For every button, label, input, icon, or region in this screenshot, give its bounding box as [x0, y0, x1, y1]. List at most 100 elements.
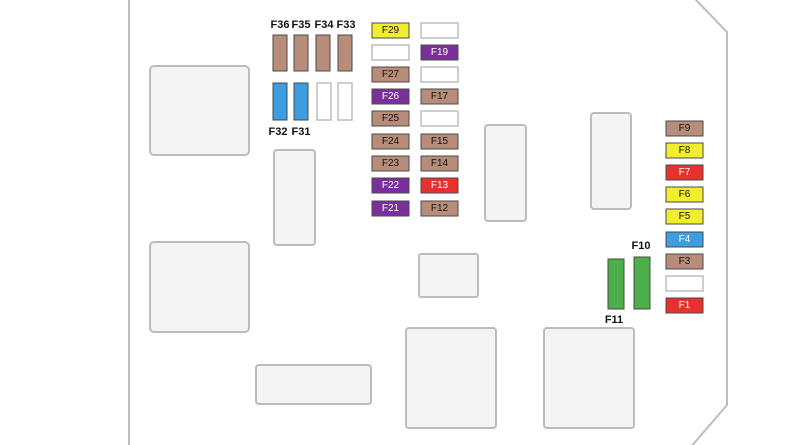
- fuse-label: F21: [382, 203, 400, 214]
- fuse-label: F7: [679, 167, 691, 178]
- relay-right-tall: [590, 112, 632, 210]
- fuse-F7: F7: [665, 164, 704, 181]
- empty-slot: [420, 66, 459, 83]
- fuse-body: [420, 177, 459, 194]
- fuse-F4: F4: [665, 231, 704, 248]
- fuse-F13: F13: [420, 177, 459, 194]
- relay-top-left: [149, 65, 250, 156]
- label-f35: F35: [292, 19, 311, 31]
- fuse-F24: F24: [371, 133, 410, 150]
- fuse-label: F24: [382, 136, 400, 147]
- fuse-body: [371, 155, 410, 172]
- fuse-body: [371, 22, 410, 39]
- relay-mid-left: [149, 241, 250, 333]
- label-f32: F32: [269, 126, 288, 138]
- label-f11: F11: [605, 314, 623, 326]
- fuse-body: [371, 110, 410, 127]
- fuse-body: [665, 208, 704, 225]
- fuse-F1: F1: [665, 297, 704, 314]
- relay-center-small: [418, 253, 479, 298]
- fuse-f34: [315, 34, 331, 72]
- fuse-F27: F27: [371, 66, 410, 83]
- fuse-F14: F14: [420, 155, 459, 172]
- fuse-body: [665, 231, 704, 248]
- fuse-label: F15: [431, 136, 449, 147]
- fuse-F26: F26: [371, 88, 410, 105]
- empty-slot: [665, 275, 704, 292]
- empty-slot: [420, 22, 459, 39]
- fuse-F12: F12: [420, 200, 459, 217]
- empty-slot: [337, 82, 353, 121]
- fuse-F19: F19: [420, 44, 459, 61]
- fuse-f11: [607, 258, 625, 310]
- label-f33: F33: [337, 19, 356, 31]
- fuse-F15: F15: [420, 133, 459, 150]
- fuse-label: F17: [431, 91, 449, 102]
- fuse-label: F26: [382, 91, 400, 102]
- fuse-label: F1: [679, 300, 691, 311]
- fuse-label: F6: [679, 189, 691, 200]
- fuse-f31: [293, 82, 309, 121]
- fuse-label: F27: [382, 69, 400, 80]
- label-f31: F31: [292, 126, 311, 138]
- fuse-F29: F29: [371, 22, 410, 39]
- fuse-body: [371, 66, 410, 83]
- empty-slot: [316, 82, 332, 121]
- fuse-body: [420, 200, 459, 217]
- fuse-F6: F6: [665, 186, 704, 203]
- empty-slot: [420, 110, 459, 127]
- fuse-label: F23: [382, 158, 400, 169]
- fuse-f10: [633, 256, 651, 310]
- fuse-F25: F25: [371, 110, 410, 127]
- fuse-body: [420, 155, 459, 172]
- fuse-label: F8: [679, 145, 691, 156]
- fuse-label: F22: [382, 180, 400, 191]
- label-f10: F10: [632, 240, 651, 252]
- fuse-f36: [272, 34, 288, 72]
- fuse-body: [665, 186, 704, 203]
- fuse-label: F5: [679, 211, 691, 222]
- fuse-label: F12: [431, 203, 449, 214]
- relay-bottom-wide: [255, 364, 372, 405]
- fuse-F21: F21: [371, 200, 410, 217]
- fuse-F23: F23: [371, 155, 410, 172]
- fuse-label: F13: [431, 180, 449, 191]
- fuse-label: F14: [431, 158, 449, 169]
- fuse-body: [371, 133, 410, 150]
- fuse-body: [420, 44, 459, 61]
- fuse-F5: F5: [665, 208, 704, 225]
- fuse-label: F4: [679, 234, 691, 245]
- fuse-F17: F17: [420, 88, 459, 105]
- fuse-body: [420, 88, 459, 105]
- fuse-F9: F9: [665, 120, 704, 137]
- relay-small-left: [273, 149, 316, 246]
- fuse-F8: F8: [665, 142, 704, 159]
- empty-slot: [371, 44, 410, 61]
- fuse-body: [665, 253, 704, 270]
- fuse-label: F25: [382, 113, 400, 124]
- fuse-body: [420, 133, 459, 150]
- fuse-body: [665, 297, 704, 314]
- fuse-f32: [272, 82, 288, 121]
- fuse-body: [665, 142, 704, 159]
- fuse-label: F29: [382, 25, 400, 36]
- fuse-label: F3: [679, 256, 691, 267]
- fuse-body: [371, 88, 410, 105]
- fuse-body: [665, 120, 704, 137]
- label-f34: F34: [315, 19, 335, 31]
- fuse-f35: [293, 34, 309, 72]
- relay-center-tall: [484, 124, 527, 222]
- relay-bottom-right: [543, 327, 635, 429]
- fuse-F3: F3: [665, 253, 704, 270]
- fuse-body: [371, 200, 410, 217]
- fuse-F22: F22: [371, 177, 410, 194]
- label-f36: F36: [271, 19, 290, 31]
- fuse-body: [665, 164, 704, 181]
- fuse-body: [371, 177, 410, 194]
- fuse-label: F9: [679, 123, 691, 134]
- fuse-f33: [337, 34, 353, 72]
- relay-bottom-center: [405, 327, 497, 429]
- fuse-label: F19: [431, 47, 449, 58]
